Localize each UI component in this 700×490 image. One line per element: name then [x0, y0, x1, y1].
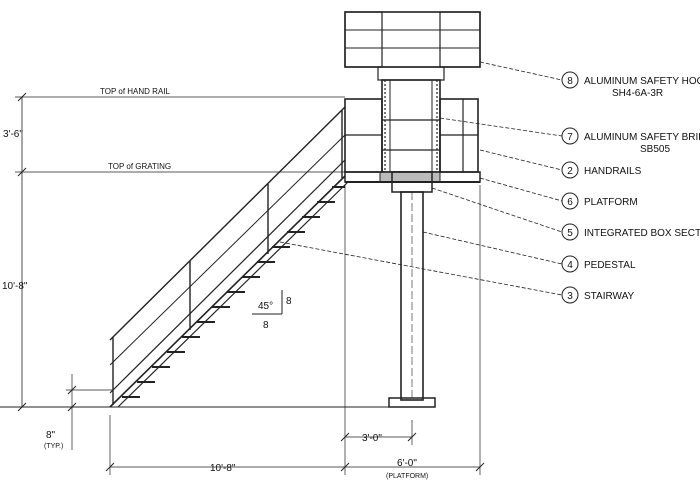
- callout-num: 8: [567, 76, 573, 87]
- callout-num: 3: [567, 291, 573, 302]
- callout-text: ALUMINUM SAFETY HOOP: [584, 76, 700, 87]
- platform-handrails: [344, 98, 479, 173]
- safety-bridge: [381, 79, 441, 173]
- callout-text: PLATFORM: [584, 197, 638, 208]
- platform-note: (PLATFORM): [386, 473, 428, 480]
- pedestal: [388, 191, 436, 408]
- dim-3-6-label: 3'-6": [3, 129, 23, 140]
- typ-note: (TYP.): [44, 443, 63, 450]
- callout-num: 7: [567, 132, 573, 143]
- callout-num: 6: [567, 197, 573, 208]
- callout-sub: SB505: [640, 144, 670, 155]
- callout-circle-7: [561, 127, 579, 145]
- callout-num: 5: [567, 228, 573, 239]
- callout-text: ALUMINUM SAFETY BRIDGE: [584, 132, 700, 143]
- callout-text: PEDESTAL: [584, 260, 636, 271]
- platform: [344, 171, 481, 183]
- dim-8-typ-label: 8": [46, 430, 56, 441]
- callout-text: HANDRAILS: [584, 166, 642, 177]
- callout-sub: SH4-6A-3R: [612, 88, 663, 99]
- callout-circle-5: [561, 223, 579, 241]
- top-hand-rail-label: TOP of HAND RAIL: [100, 87, 171, 96]
- callout-num: 2: [567, 166, 573, 177]
- callout-num: 4: [567, 260, 573, 271]
- dim-3-0-label: 3'-0": [362, 433, 382, 444]
- dim-10-8-vertical-label: 10'-8": [2, 281, 28, 292]
- dim-10-8-horizontal-label: 10'-8": [210, 463, 236, 474]
- slope-rise-label: 8: [286, 296, 292, 307]
- callout-circle-4: [561, 255, 579, 273]
- stairway: [109, 106, 351, 408]
- callout-text: INTEGRATED BOX SECTION: [584, 228, 700, 239]
- callout-circle-8: [561, 71, 579, 89]
- callout-circle-3: [561, 286, 579, 304]
- stair-handrail: [109, 106, 346, 341]
- slope-run-label: 8: [263, 320, 269, 331]
- dim-6-0-label: 6'-0": [397, 458, 417, 469]
- safety-hoop: [344, 11, 481, 81]
- angle-label: 45°: [258, 301, 273, 312]
- callout-circle-6: [561, 192, 579, 210]
- top-grating-label: TOP of GRATING: [108, 162, 171, 171]
- callout-circle-2: [561, 161, 579, 179]
- callout-text: STAIRWAY: [584, 291, 635, 302]
